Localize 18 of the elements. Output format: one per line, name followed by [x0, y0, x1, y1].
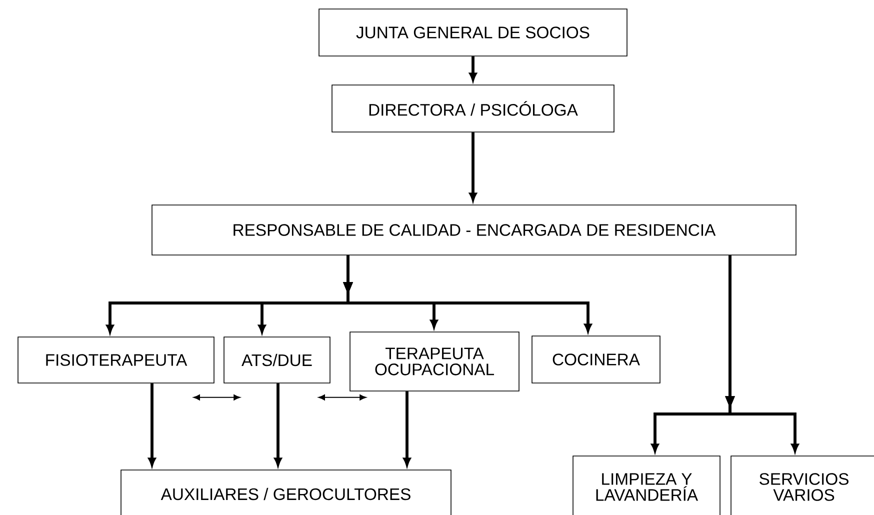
- arrow: [318, 394, 366, 400]
- org-box: ATS/DUE: [224, 336, 330, 384]
- org-box: TERAPEUTA OCUPACIONAL: [350, 332, 520, 392]
- org-box: SERVICIOS VARIOS: [730, 456, 874, 515]
- arrow: [403, 391, 411, 466]
- org-box: AUXILIARES / GEROCULTORES: [120, 470, 452, 515]
- arrow: [343, 255, 592, 332]
- org-box: DIRECTORA / PSICÓLOGA: [332, 84, 614, 132]
- arrow: [193, 394, 240, 400]
- arrow: [148, 383, 156, 466]
- arrow: [469, 132, 477, 202]
- arrow: [725, 255, 799, 452]
- org-box: FISIOTERAPEUTA: [18, 336, 214, 384]
- org-box: LIMPIEZA Y LAVANDERÍA: [572, 456, 720, 515]
- org-box: RESPONSABLE DE CALIDAD - ENCARGADA DE RESIDENCIA: [152, 204, 796, 256]
- arrow: [274, 383, 282, 466]
- org-box: JUNTA GENERAL DE SOCIOS: [318, 8, 628, 56]
- org-box: COCINERA: [532, 336, 660, 384]
